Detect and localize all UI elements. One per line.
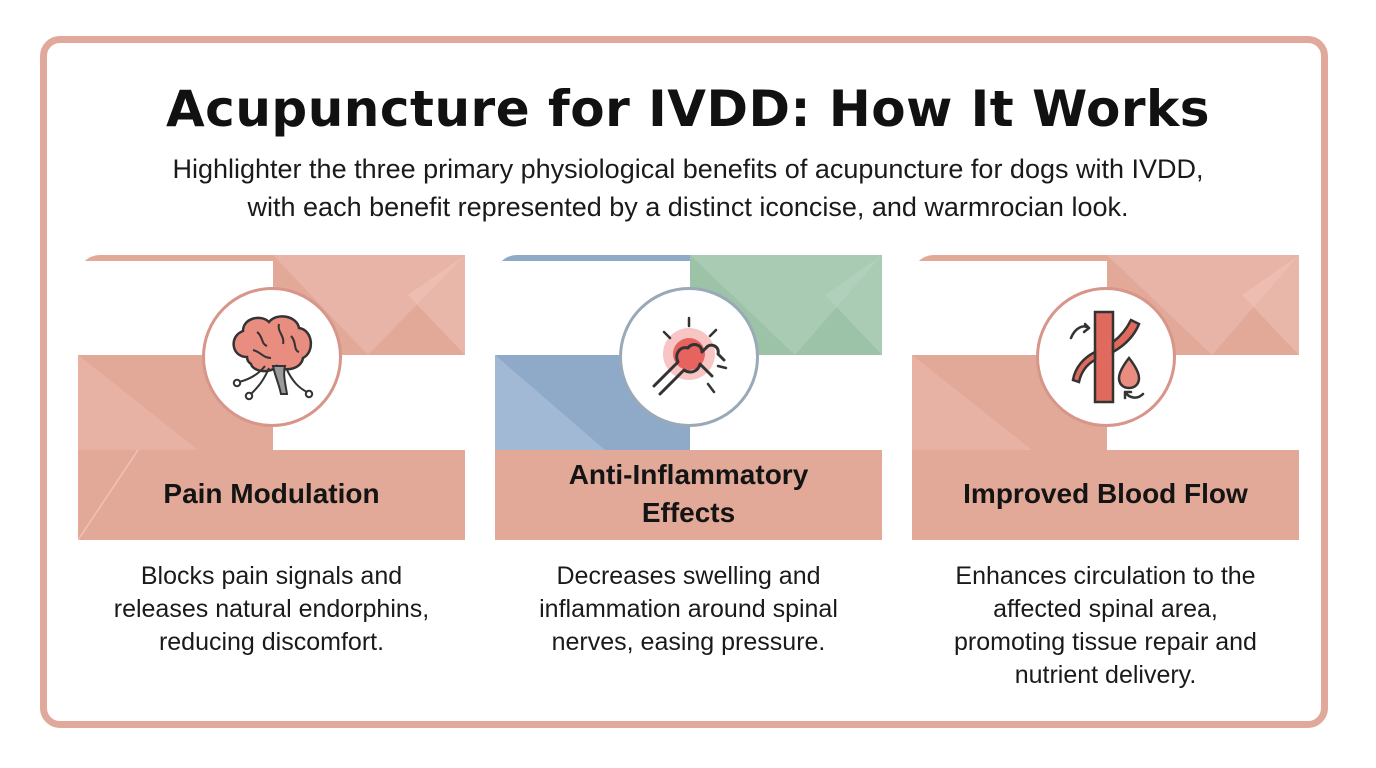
card-title: Anti-Inflammatory Effects [495, 456, 882, 532]
page-subtitle: Highlighter the three primary physiologi… [60, 150, 1316, 226]
card-title: Improved Blood Flow [912, 475, 1299, 513]
subtitle-line: Highlighter the three primary physiologi… [172, 154, 1204, 184]
description-line: promoting tissue repair and [954, 628, 1257, 656]
description-line: releases natural endorphins, [113, 595, 430, 623]
description-line: nutrient delivery. [1014, 661, 1197, 689]
brain-icon [232, 315, 314, 401]
benefit-card-anti-inflammatory: Anti-Inflammatory Effects [495, 255, 882, 540]
card-description-anti-inflammatory: Decreases swelling and inflammation arou… [495, 560, 882, 659]
benefit-card-improved-blood-flow: Improved Blood Flow [912, 255, 1299, 540]
icon-badge [202, 287, 342, 427]
inflamed-joint-icon [652, 316, 728, 396]
card-title-line: Pain Modulation [163, 478, 380, 509]
page-title: Acupuncture for IVDD: How It Works [165, 80, 1210, 138]
card-description-improved-blood-flow: Enhances circulation to the affected spi… [912, 560, 1299, 692]
icon-badge [619, 287, 759, 427]
description-line: Blocks pain signals and [140, 562, 403, 590]
subtitle-line: with each benefit represented by a disti… [247, 192, 1129, 222]
description-line: nerves, easing pressure. [551, 628, 826, 656]
description-line: inflammation around spinal [539, 595, 838, 623]
card-title-line: Improved Blood Flow [963, 478, 1248, 509]
description-line: Enhances circulation to the [955, 562, 1256, 590]
description-line: affected spinal area, [993, 595, 1218, 623]
icon-badge [1036, 287, 1176, 427]
benefit-card-pain-modulation: Pain Modulation [78, 255, 465, 540]
card-background [495, 255, 882, 540]
card-description-pain-modulation: Blocks pain signals and releases natural… [78, 560, 465, 659]
card-title-line: Anti-Inflammatory [568, 459, 809, 490]
card-title-line: Effects [641, 497, 736, 528]
description-line: Decreases swelling and [556, 562, 821, 590]
blood-vessel-drop-icon [1069, 310, 1145, 404]
card-title: Pain Modulation [78, 475, 465, 513]
description-line: reducing discomfort. [158, 628, 385, 656]
